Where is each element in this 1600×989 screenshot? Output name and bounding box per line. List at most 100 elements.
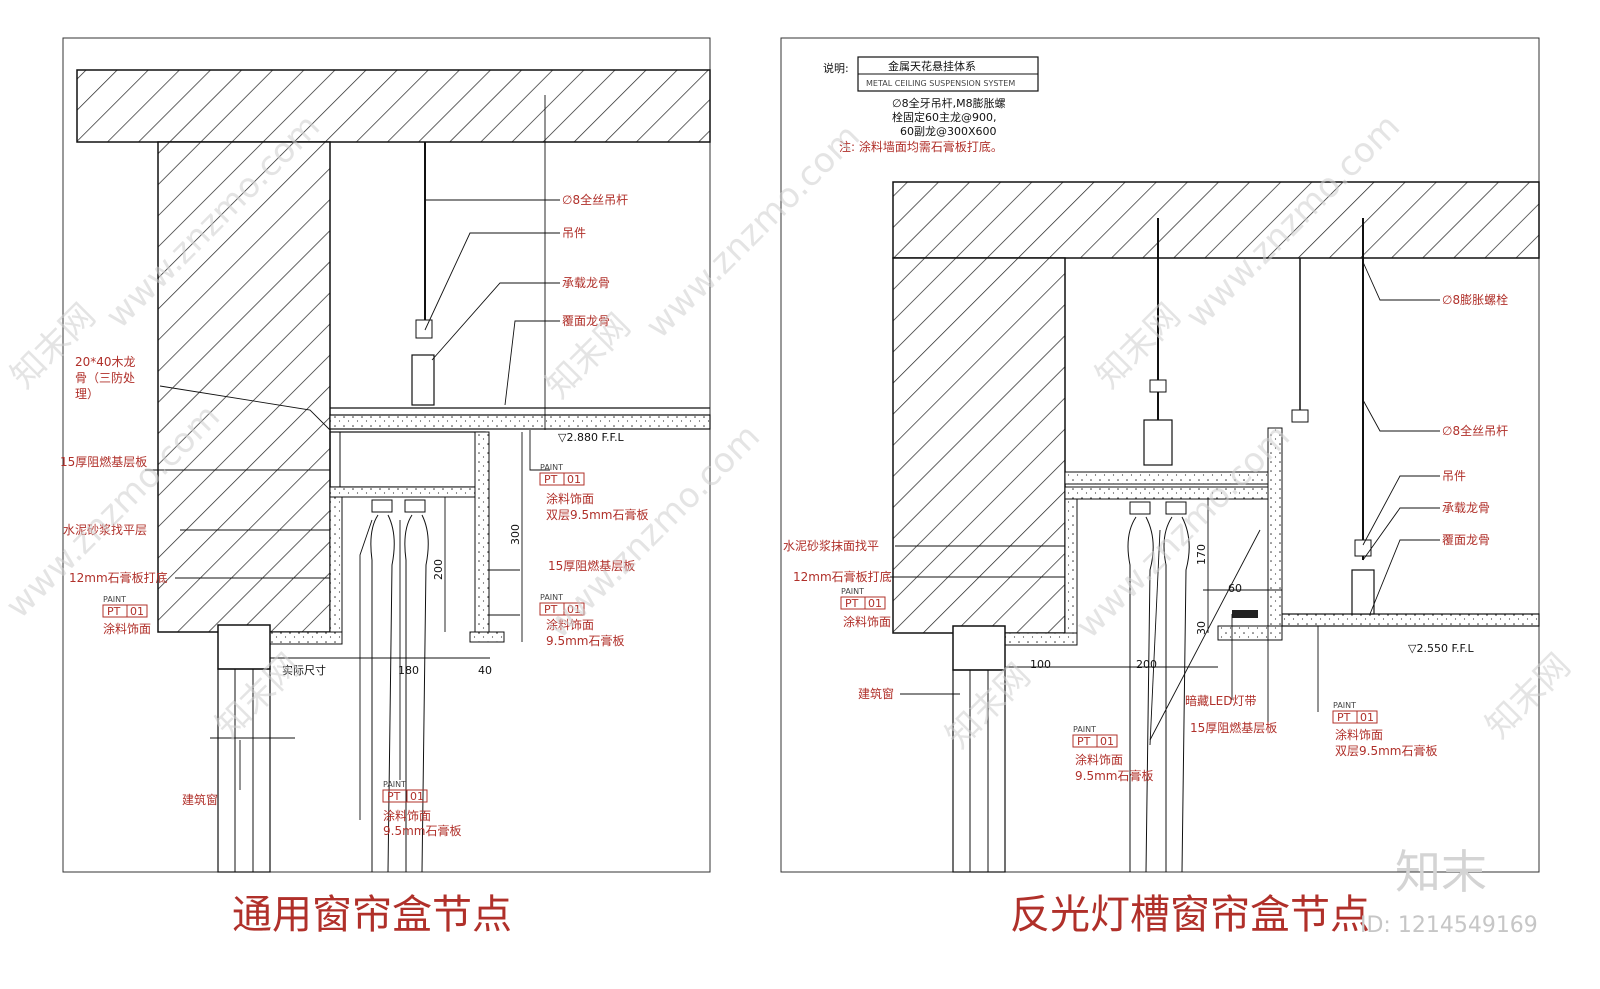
left-frame — [62, 37, 711, 873]
left-caption: 通用窗帘盒节点 — [232, 892, 512, 938]
right-paint-tag-1: PAINT PT 01 — [840, 587, 886, 610]
left-wall-finish — [329, 496, 343, 633]
svg-text:知末网: 知末网 — [1478, 646, 1578, 746]
right-label-window: 建筑窗 — [858, 686, 894, 701]
left-dim-200: 200 — [432, 559, 445, 580]
right-slab — [892, 181, 1540, 259]
right-label-bolt: ∅8膨胀螺栓 — [1442, 292, 1508, 307]
left-label-double-gypsum: 双层9.5mm石膏板 — [546, 507, 648, 522]
left-dim-300: 300 — [509, 524, 522, 545]
right-window-frame — [952, 669, 1006, 873]
left-label-paint-1: 涂料饰面 — [546, 491, 594, 506]
left-label-gypsum12: 12mm石膏板打底 — [69, 570, 168, 585]
svg-text:01: 01 — [868, 597, 882, 610]
note-line-1: ∅8全牙吊杆,M8膨胀螺 — [892, 96, 1006, 110]
right-label-hanger: 吊件 — [1442, 469, 1466, 483]
svg-text:01: 01 — [1100, 735, 1114, 748]
svg-text:01: 01 — [1360, 711, 1374, 724]
left-label-window: 建筑窗 — [182, 792, 218, 807]
right-sill-finish — [1004, 632, 1078, 646]
left-panel: PAINT PT 01 PAINT PT 01 PAINT PT 01 PAIN… — [60, 37, 711, 938]
left-wall — [157, 141, 331, 633]
svg-text:PAINT: PAINT — [841, 587, 864, 596]
left-box-bottom — [469, 631, 505, 643]
right-label-base-board: 15厚阻燃基层板 — [1190, 720, 1277, 735]
left-ffl: ▽2.880 F.F.L — [558, 431, 625, 444]
note-line-3: 60副龙@300X600 — [900, 125, 997, 138]
right-leaders — [890, 261, 1440, 746]
right-dim-60: 60 — [1228, 582, 1242, 595]
svg-text:PAINT: PAINT — [1333, 701, 1356, 710]
right-panel: 说明: 金属天花悬挂体系 METAL CEILING SUSPENSION SY… — [780, 37, 1540, 938]
left-paint-tag-2: PAINT PT 01 — [539, 593, 585, 616]
right-label-cover-keel: 覆面龙骨 — [1442, 533, 1490, 547]
right-label-paint-1: 涂料饰面 — [843, 614, 891, 629]
left-wood-keel — [329, 431, 486, 488]
left-dim-180: 180 — [398, 664, 419, 677]
left-main-keel — [411, 354, 435, 406]
right-window-head — [952, 625, 1006, 671]
left-leaders — [145, 95, 560, 820]
left-ceiling-board — [329, 414, 711, 430]
svg-text:PT: PT — [544, 603, 558, 616]
right-paint-tag-3: PAINT PT 01 — [1332, 701, 1378, 724]
left-box-top — [329, 486, 486, 498]
svg-text:PT: PT — [544, 473, 558, 486]
svg-text:PT: PT — [107, 605, 121, 618]
svg-text:PAINT: PAINT — [540, 593, 563, 602]
note-box-cn: 金属天花悬挂体系 — [888, 59, 976, 73]
right-dim-170: 170 — [1195, 544, 1208, 565]
right-trough-bottom — [1217, 625, 1283, 641]
svg-text:PAINT: PAINT — [540, 463, 563, 472]
svg-text:www.znzmo.com: www.znzmo.com — [538, 416, 768, 646]
right-paint-tag-2: PAINT PT 01 — [1072, 725, 1118, 748]
left-slab — [76, 69, 711, 143]
left-paint-tag-3: PAINT PT 01 — [102, 595, 148, 618]
right-label-double-gypsum: 双层9.5mm石膏板 — [1335, 743, 1437, 758]
right-frame — [780, 37, 1540, 873]
right-led — [1232, 610, 1258, 618]
svg-text:01: 01 — [567, 473, 581, 486]
right-label-main-keel: 承载龙骨 — [1442, 501, 1490, 515]
right-dim-100: 100 — [1030, 658, 1051, 671]
note-line-4: 注: 涂料墙面均需石膏板打底。 — [839, 139, 1003, 154]
left-window-frame — [217, 668, 271, 873]
right-label-rod: ∅8全丝吊杆 — [1442, 423, 1508, 438]
left-label-paint-2: 涂料饰面 — [546, 617, 594, 632]
left-label-wood-2: 骨（三防处 — [75, 370, 135, 385]
brand-logo: 知末 — [1395, 845, 1487, 899]
left-window-head — [217, 624, 271, 670]
right-label-gypsum12: 12mm石膏板打底 — [793, 569, 892, 584]
svg-text:www.znzmo.com: www.znzmo.com — [1068, 416, 1298, 646]
right-ffl: ▽2.550 F.F.L — [1408, 642, 1475, 655]
right-label-led: 暗藏LED灯带 — [1185, 693, 1257, 708]
left-box-side — [474, 431, 490, 643]
svg-text:PT: PT — [1077, 735, 1091, 748]
left-label-base-board-r: 15厚阻燃基层板 — [548, 558, 635, 573]
left-label-wood-1: 20*40木龙 — [75, 355, 136, 369]
left-label-rod: ∅8全丝吊杆 — [562, 192, 628, 207]
note-title: 说明: — [823, 61, 849, 75]
svg-text:PT: PT — [845, 597, 859, 610]
right-label-mortar: 水泥砂浆抹面找平 — [783, 538, 879, 553]
left-curtain-tracks — [370, 499, 429, 873]
left-label-cover-keel: 覆面龙骨 — [562, 314, 610, 328]
left-label-hanger: 吊件 — [562, 226, 586, 240]
svg-text:01: 01 — [130, 605, 144, 618]
right-wall — [892, 257, 1066, 634]
left-label-gypsum95-b: 9.5mm石膏板 — [383, 823, 461, 838]
right-dim-30: 30 — [1195, 621, 1208, 635]
svg-text:01: 01 — [410, 790, 424, 803]
left-hanger — [415, 319, 433, 339]
svg-text:PAINT: PAINT — [103, 595, 126, 604]
svg-text:PT: PT — [1337, 711, 1351, 724]
left-label-gypsum95: 9.5mm石膏板 — [546, 633, 624, 648]
left-label-base-board: 15厚阻燃基层板 — [60, 454, 147, 469]
right-curtain-tracks — [1127, 501, 1190, 873]
right-label-paint-2: 涂料饰面 — [1075, 752, 1123, 767]
svg-text:知末网: 知末网 — [1088, 296, 1188, 396]
left-paint-tag-4: PAINT PT 01 — [382, 780, 428, 803]
left-label-paint-4: 涂料饰面 — [383, 808, 431, 823]
svg-text:www.znzmo.com: www.znzmo.com — [638, 116, 868, 346]
